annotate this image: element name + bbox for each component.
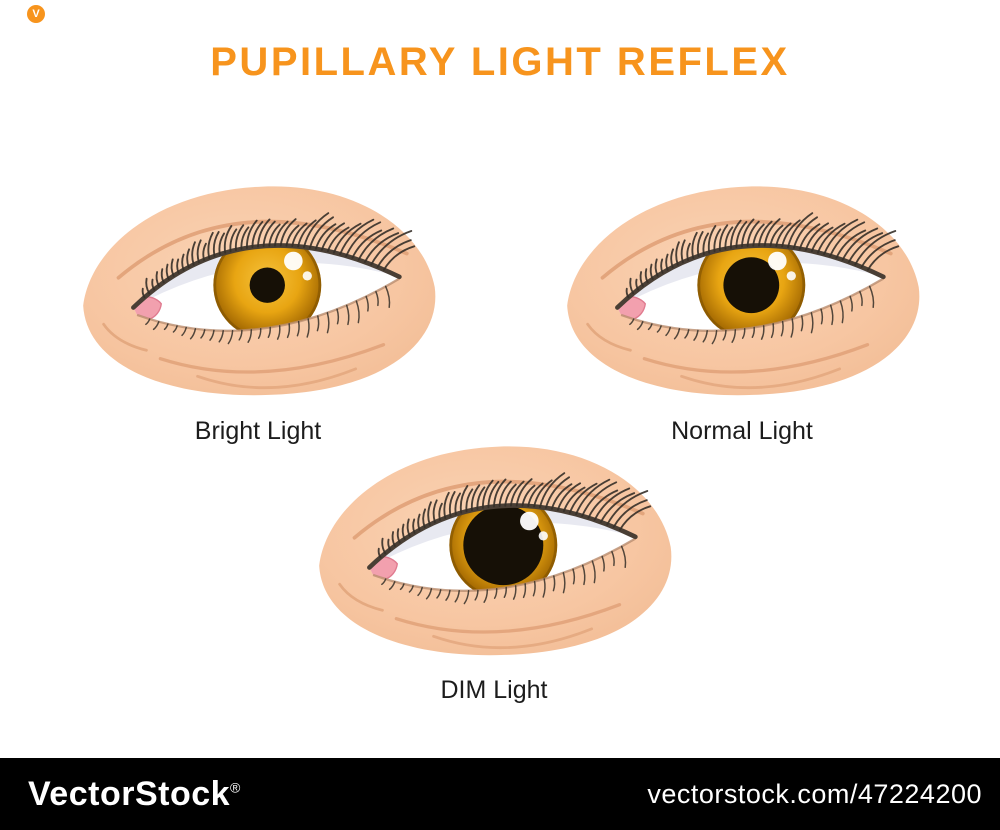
page-title: PUPILLARY LIGHT REFLEX [210,40,790,84]
eye-label-normal-light: Normal Light [671,417,813,445]
registered-symbol: ® [230,779,241,796]
eye-illustration-bright-light [72,168,444,410]
eye-illustration-dim-light [308,428,680,670]
watermark-bar: VectorStock® vectorstock.com/47224200 [0,758,1000,830]
eye-label-bright-light: Bright Light [194,417,322,445]
watermark-url: vectorstock.com/47224200 [647,778,982,809]
logo-letter: V [32,7,40,20]
eye-illustration-normal-light [556,168,928,410]
brand-text: VectorStock [28,774,231,813]
vectorstock-logo-mark: V [27,5,45,23]
vectorstock-brand: VectorStock® [28,775,241,814]
eye-label-dim-light: DIM Light [440,676,548,704]
